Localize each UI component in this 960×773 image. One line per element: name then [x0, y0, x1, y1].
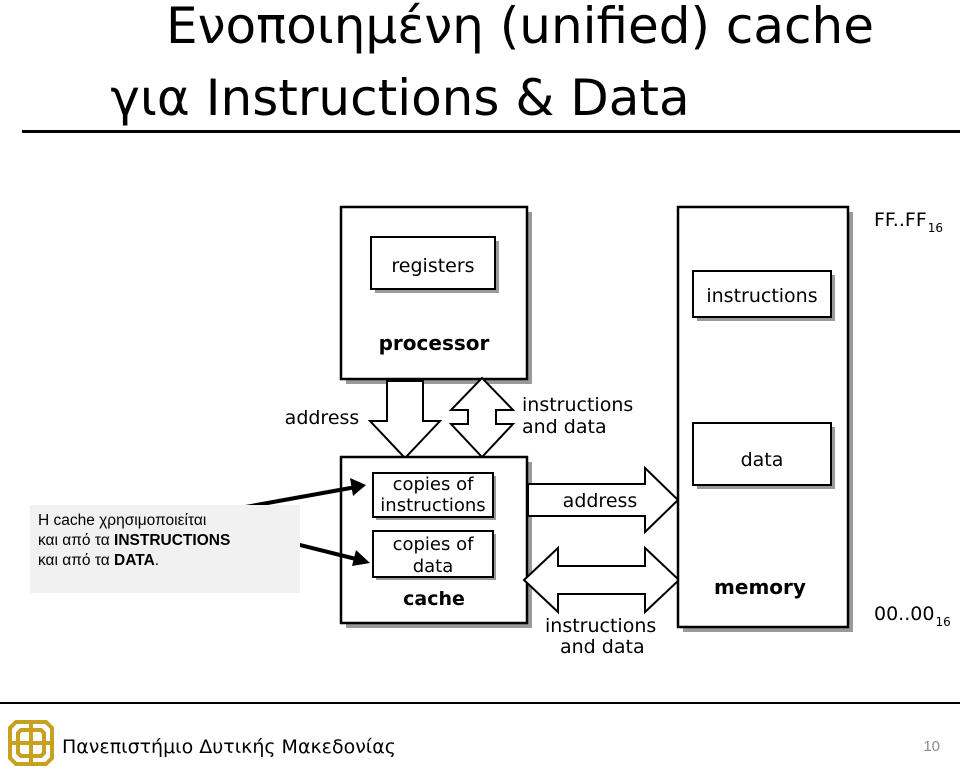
memory-label: memory	[714, 575, 806, 599]
instr-data-top-label-line2: and data	[522, 416, 607, 438]
mem-data-box	[692, 422, 832, 486]
slide-title-line-1: Ενοποιημένη (unified) cache	[165, 0, 874, 55]
institution-name: Πανεπιστήμιο Δυτικής Μακεδονίας	[62, 736, 396, 758]
address-left-label: address	[285, 407, 360, 429]
copies-instr-line2: instructions	[380, 495, 485, 516]
copies-data-line2: data	[413, 556, 454, 577]
pointer-arrow-instructions	[239, 485, 357, 510]
footer-divider	[0, 702, 960, 704]
note-line-3: και από τα DATA.	[38, 552, 160, 569]
instr-data-vertical-double-arrow	[448, 376, 516, 459]
pointer-arrowhead-data	[352, 550, 370, 566]
address-down-arrow	[367, 380, 443, 460]
explanation-note: Η cache χρησιμοποιείται και από τα INSTR…	[30, 505, 300, 593]
slide-title-line-2: για Instructions & Data	[110, 69, 690, 127]
address-top-label: FF..FF16	[874, 209, 943, 235]
title-underline	[22, 130, 960, 133]
copies-data-box	[372, 530, 494, 578]
copies-instr-line1: copies of	[393, 474, 475, 495]
pointer-arrowhead-instructions	[350, 478, 366, 496]
cache-diagram: registers processor address instructions…	[239, 205, 951, 658]
instr-data-horizontal-double-arrow	[522, 545, 681, 615]
mem-data-label: data	[741, 449, 784, 471]
note-line-2: και από τα INSTRUCTIONS	[38, 532, 231, 549]
note-line-1: Η cache χρησιμοποιείται	[38, 512, 207, 529]
instr-data-bottom-label-line1: instructions	[545, 615, 656, 637]
address-right-arrow	[527, 465, 680, 535]
address-bottom-label: 00..0016	[874, 603, 951, 629]
instr-data-bottom-label-line2: and data	[560, 636, 645, 658]
copies-data-line1: copies of	[393, 534, 475, 555]
mem-instructions-label: instructions	[706, 285, 817, 307]
university-logo-icon	[8, 720, 54, 766]
page-number: 10	[923, 738, 940, 755]
instr-data-top-label-line1: instructions	[522, 394, 633, 416]
copies-instr-box	[372, 472, 494, 518]
registers-box	[370, 236, 496, 290]
cache-label: cache	[403, 588, 465, 610]
processor-label: processor	[379, 331, 490, 355]
address-right-label: address	[563, 490, 638, 512]
mem-instructions-box	[692, 270, 832, 318]
registers-label: registers	[391, 255, 474, 277]
